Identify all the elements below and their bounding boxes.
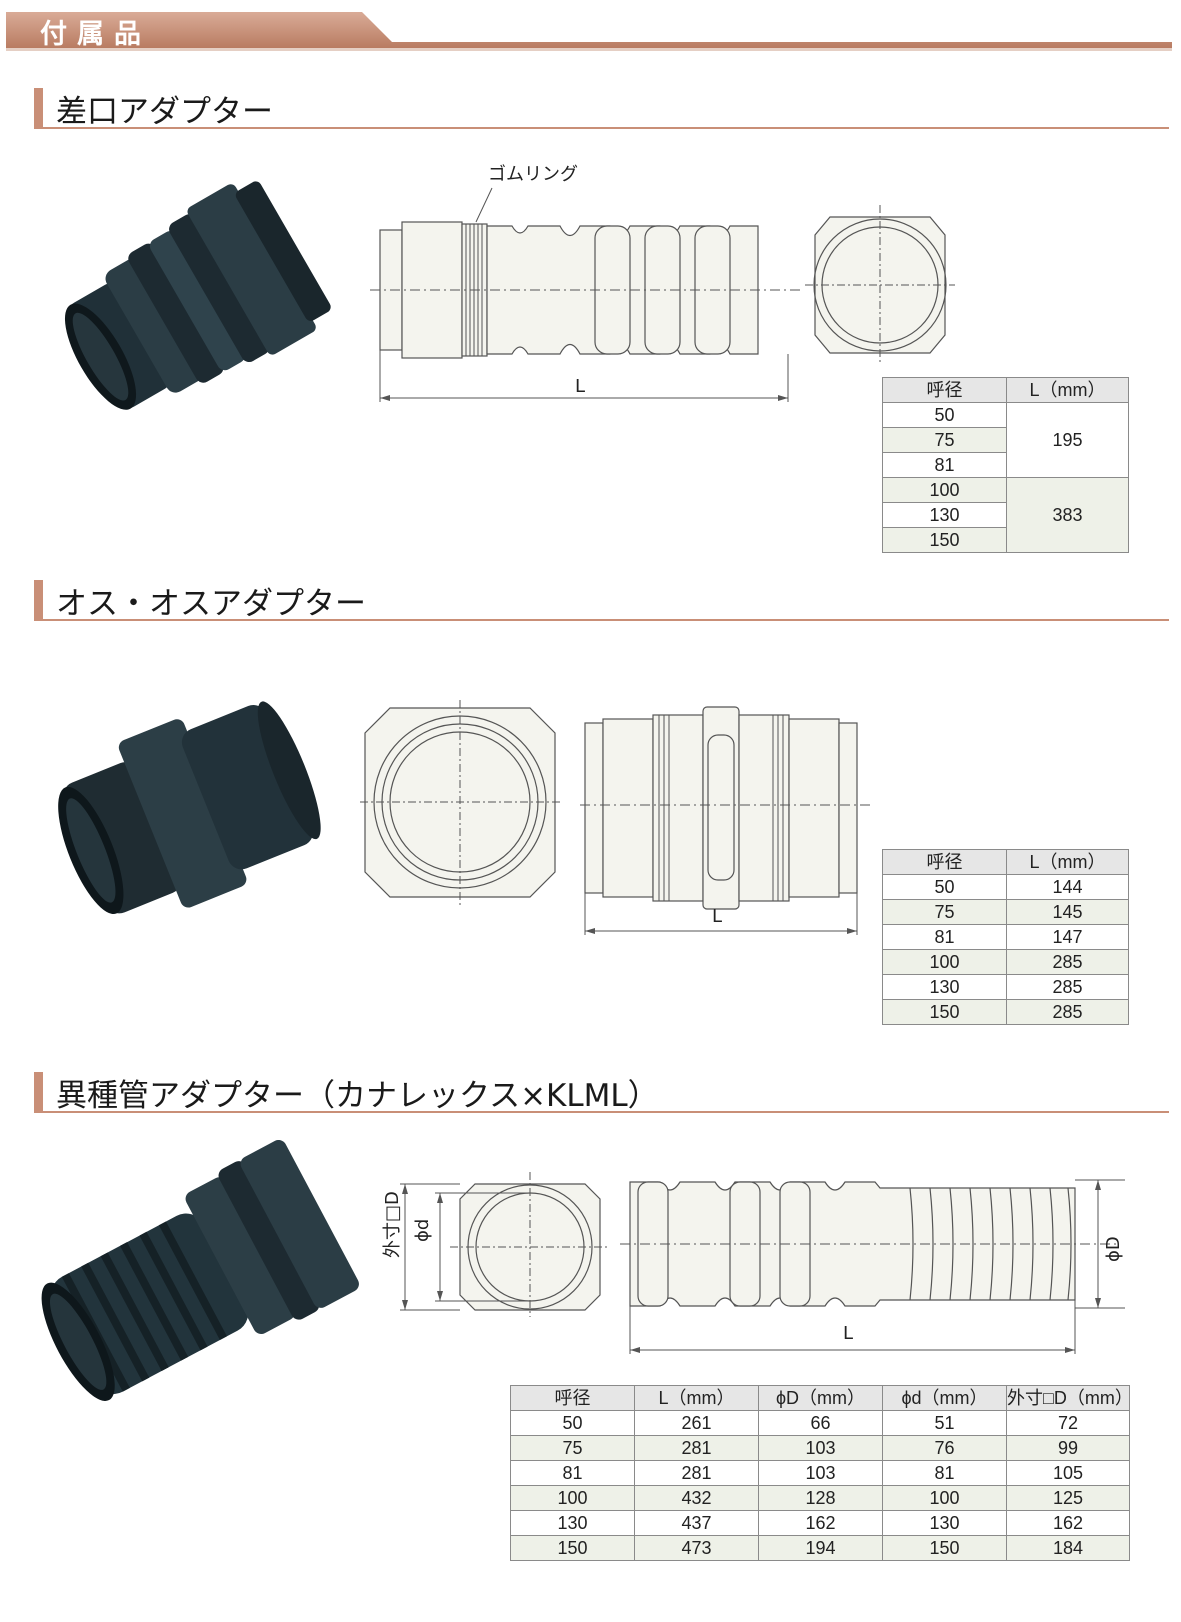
cell: 473 <box>634 1535 759 1561</box>
cell-length: 147 <box>1006 924 1129 950</box>
cell-length: 145 <box>1006 899 1129 925</box>
cell-size: 50 <box>882 874 1007 900</box>
cell: 432 <box>634 1485 759 1511</box>
drawing-ishukan-end <box>400 1172 610 1317</box>
label-rubber-ring: ゴムリング <box>488 164 578 185</box>
heading-underline <box>34 619 1169 621</box>
product-photo-sashikuchi-adapter <box>64 181 331 410</box>
cell: 150 <box>510 1535 635 1561</box>
header-outer-dimension: 外寸□D（mm） <box>1006 1385 1133 1411</box>
cell: 437 <box>634 1510 759 1536</box>
cell: 75 <box>510 1435 635 1461</box>
banner-shape <box>6 12 1172 51</box>
cell: 162 <box>758 1510 883 1536</box>
cell-length-merged: 195 <box>1006 402 1129 478</box>
label-inner-diameter: ϕd <box>412 1218 433 1242</box>
cell-size: 50 <box>882 402 1007 428</box>
cell-length: 285 <box>1006 999 1129 1025</box>
cell-length: 144 <box>1006 874 1129 900</box>
header-size: 呼径 <box>882 849 1007 875</box>
heading-underline <box>34 127 1169 129</box>
cell: 184 <box>1006 1535 1130 1561</box>
cell: 281 <box>634 1435 759 1461</box>
cell: 105 <box>1006 1460 1130 1486</box>
cell: 128 <box>758 1485 883 1511</box>
cell-size: 100 <box>882 949 1007 975</box>
cell: 76 <box>882 1435 1007 1461</box>
cell: 103 <box>758 1460 883 1486</box>
cell: 281 <box>634 1460 759 1486</box>
cell-size: 75 <box>882 427 1007 453</box>
cell: 100 <box>882 1485 1007 1511</box>
banner-title: 付属品 <box>40 19 151 50</box>
cell: 81 <box>882 1460 1007 1486</box>
section-heading-ishukan: 異種管アダプター（カナレックス×KLML） <box>34 1072 1169 1114</box>
cell: 50 <box>510 1410 635 1436</box>
cell: 150 <box>882 1535 1007 1561</box>
header-length: L（mm） <box>634 1385 759 1411</box>
heading-accent-bar <box>34 580 43 620</box>
cell-length: 285 <box>1006 974 1129 1000</box>
cell: 162 <box>1006 1510 1130 1536</box>
heading-accent-bar <box>34 1072 43 1112</box>
cell-size: 130 <box>882 502 1007 528</box>
cell: 261 <box>634 1410 759 1436</box>
drawing-osu-osu-end <box>360 700 560 905</box>
label-length: L <box>843 1323 854 1344</box>
cell-size: 100 <box>882 477 1007 503</box>
product-photo-ishukan-adapter <box>41 1140 359 1401</box>
header-outer-diameter: ϕD（mm） <box>758 1385 883 1411</box>
cell-size: 130 <box>882 974 1007 1000</box>
cell: 72 <box>1006 1410 1130 1436</box>
drawing-sashikuchi-end <box>805 205 955 365</box>
label-length: L <box>712 906 723 927</box>
section-title: 異種管アダプター（カナレックス×KLML） <box>56 1078 659 1114</box>
cell-size: 75 <box>882 899 1007 925</box>
heading-underline <box>34 1111 1169 1113</box>
header-size: 呼径 <box>510 1385 635 1411</box>
drawing-ishukan-side <box>620 1179 1125 1354</box>
cell-size: 81 <box>882 924 1007 950</box>
cell: 51 <box>882 1410 1007 1436</box>
label-outer-dimension: 外寸□D <box>382 1191 403 1258</box>
drawing-sashikuchi-side <box>370 187 800 402</box>
cell-size: 150 <box>882 527 1007 553</box>
cell: 81 <box>510 1460 635 1486</box>
heading-accent-bar <box>34 88 43 128</box>
section-title: 差口アダプター <box>56 94 273 130</box>
drawing-osu-osu-side <box>580 706 870 935</box>
product-photo-osu-osu-adapter <box>58 701 321 915</box>
cell: 100 <box>510 1485 635 1511</box>
cell: 66 <box>758 1410 883 1436</box>
spec-table-ishukan: 呼径 L（mm） ϕD（mm） ϕd（mm） 外寸□D（mm） 50 261 6… <box>510 1385 1133 1561</box>
header-length: L（mm） <box>1006 377 1129 403</box>
header-length: L（mm） <box>1006 849 1129 875</box>
cell: 130 <box>882 1510 1007 1536</box>
label-length: L <box>575 376 586 397</box>
section-heading-osu-osu: オス・オスアダプター <box>34 580 1169 622</box>
label-outer-diameter: ϕD <box>1103 1236 1124 1262</box>
cell-length-merged: 383 <box>1006 477 1129 553</box>
header-size: 呼径 <box>882 377 1007 403</box>
header-banner: 付属品 <box>0 0 1181 60</box>
cell: 103 <box>758 1435 883 1461</box>
cell-size: 81 <box>882 452 1007 478</box>
header-inner-diameter: ϕd（mm） <box>882 1385 1007 1411</box>
cell-length: 285 <box>1006 949 1129 975</box>
cell: 99 <box>1006 1435 1130 1461</box>
section-title: オス・オスアダプター <box>56 586 366 622</box>
cell: 130 <box>510 1510 635 1536</box>
cell: 194 <box>758 1535 883 1561</box>
section-heading-sashikuchi: 差口アダプター <box>34 88 1169 130</box>
cell-size: 150 <box>882 999 1007 1025</box>
cell: 125 <box>1006 1485 1130 1511</box>
